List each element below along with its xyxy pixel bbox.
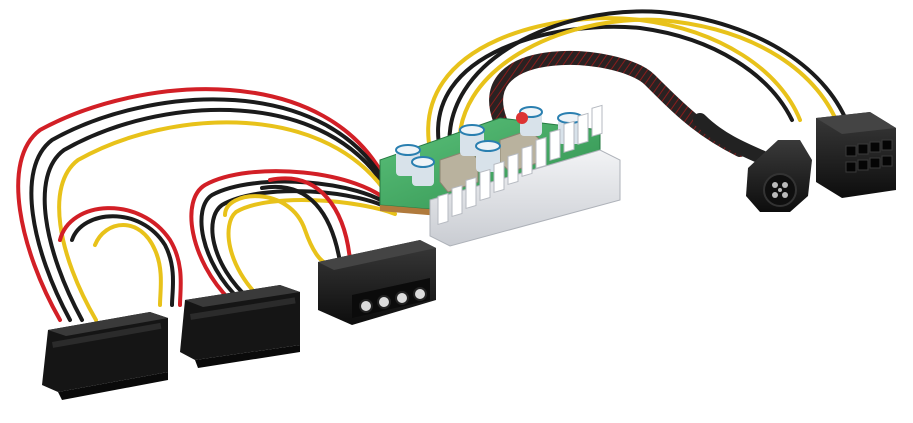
wire-black-a	[29, 97, 391, 322]
wire-black-f	[260, 184, 342, 264]
wire-red-a	[16, 87, 390, 322]
sata-wire-bundle-left	[16, 87, 397, 322]
red-component	[516, 112, 528, 124]
wire-yellow-b	[93, 223, 163, 307]
molex-connector	[318, 240, 436, 325]
wire-black-d	[199, 179, 395, 302]
8-pin-power-connector	[816, 112, 896, 198]
atx-24-pin-connector	[429, 104, 621, 247]
wire-yellow-f	[457, 17, 842, 156]
wire-black-h	[447, 9, 852, 154]
wire-black-c	[70, 214, 175, 307]
round-dc-input-jack	[693, 113, 812, 212]
wire-yellow-a	[57, 120, 393, 322]
wire-black-g	[436, 24, 794, 152]
wire-red-d	[268, 176, 352, 262]
wire-black-b	[42, 107, 392, 322]
wire-red-c	[189, 169, 394, 302]
wire-yellow-d	[223, 194, 330, 266]
right-cable-bundle	[426, 9, 852, 157]
capacitor-2	[411, 156, 435, 186]
wire-red-b	[58, 206, 183, 307]
sata-power-connector-1	[42, 312, 168, 400]
sata-power-connector-2	[180, 285, 300, 368]
wire-yellow-c	[226, 198, 397, 302]
wire-black-e	[210, 189, 396, 302]
